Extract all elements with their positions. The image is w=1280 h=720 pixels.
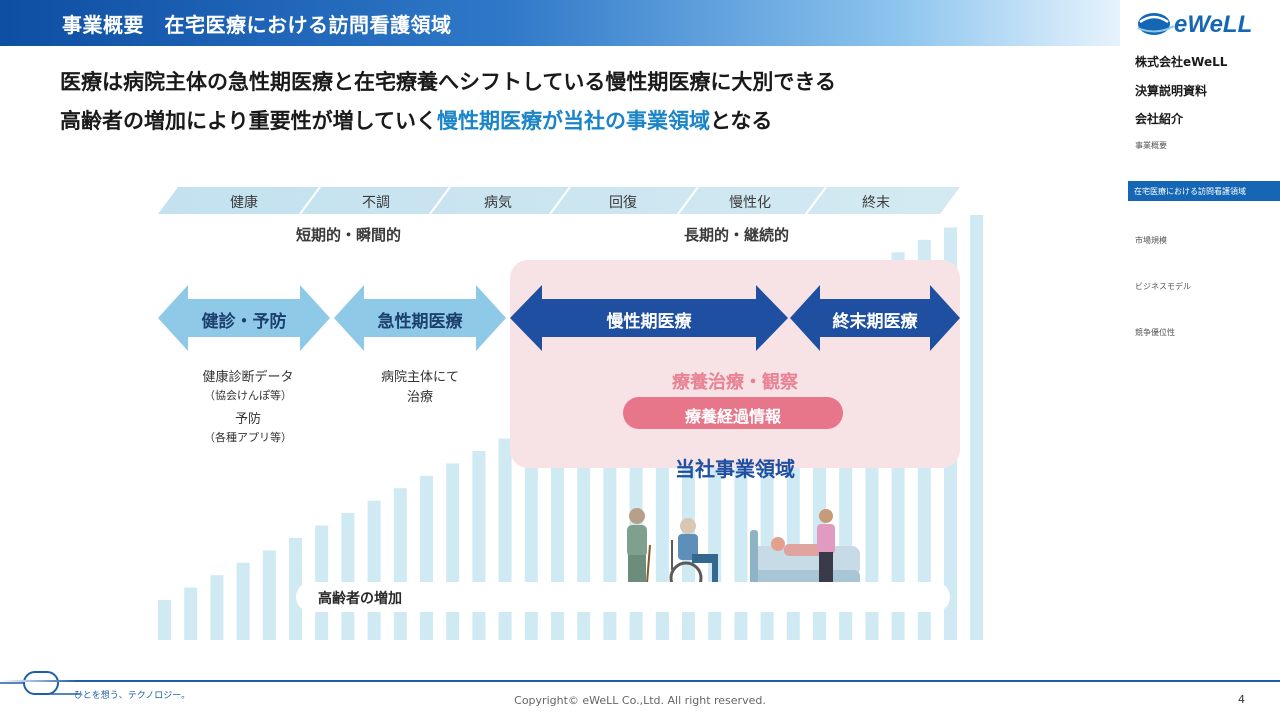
nav-item-competitive-advantage[interactable]: 競争優位性 (1135, 328, 1175, 337)
page-number: 4 (1238, 693, 1245, 706)
ryoyo-progress-pill-label: 療養経過情報 (684, 407, 781, 426)
nav-item-business-overview[interactable]: 事業概要 (1135, 141, 1167, 150)
company-name: 株式会社eWeLL (1135, 55, 1228, 69)
headline-line-2-prefix: 高齢者の増加により重要性が増していく (60, 109, 437, 133)
logo-text: eWeLL (1174, 11, 1252, 38)
arrow-acute-label: 急性期医療 (377, 312, 463, 332)
elderly-increase-label: 高齢者の増加 (318, 591, 402, 607)
headline-line-2: 高齢者の増加により重要性が増していく慢性期医療が当社の事業領域となる (60, 105, 772, 135)
nav-item-home-nursing[interactable]: 在宅医療における訪問看護領域 (1128, 181, 1280, 201)
arrow-acute (334, 285, 506, 351)
footer-divider (0, 680, 1280, 682)
growth-bar (184, 587, 198, 640)
growth-bar (420, 475, 433, 640)
arrow-chronic-label: 慢性期医療 (606, 312, 692, 332)
growth-bar (446, 463, 460, 640)
header-bar (0, 0, 1120, 46)
growth-bar (236, 562, 250, 640)
stage-chronic: 慢性化 (729, 195, 771, 211)
stage-terminal: 終末 (862, 195, 890, 211)
arrow-terminal-label: 終末期医療 (832, 312, 918, 332)
headline-line-2-accent: 慢性期医療が当社の事業領域 (436, 109, 710, 133)
checkup-desc-line4: （各種アプリ等） (204, 430, 292, 444)
growth-bar (970, 215, 984, 640)
growth-bar (393, 488, 407, 640)
page-title: 事業概要 在宅医療における訪問看護領域 (62, 13, 452, 37)
elderly-increase-pill (296, 582, 950, 612)
nav-section: 会社紹介 (1135, 112, 1184, 126)
footer-copyright: Copyright© eWeLL Co.,Ltd. All right rese… (514, 694, 766, 707)
period-long-term: 長期的・継続的 (684, 226, 790, 244)
growth-bar (262, 550, 276, 640)
growth-bar (158, 600, 171, 640)
nav-item-business-model[interactable]: ビジネスモデル (1135, 282, 1191, 291)
footer-tagline: ひとを想う、テクノロジー。 (74, 691, 191, 701)
growth-bar (210, 575, 224, 640)
growth-bar (341, 513, 355, 640)
acute-desc-line2: 治療 (406, 389, 433, 405)
acute-desc-line1: 病院主体にて (380, 370, 459, 385)
company-domain-label: 当社事業領域 (675, 457, 795, 481)
stage-band (158, 187, 960, 214)
checkup-desc-line3: 予防 (234, 412, 261, 427)
stage-health: 健康 (230, 195, 258, 211)
arrow-checkup-label: 健診・予防 (201, 312, 287, 332)
checkup-description: 健康診断データ （協会けんぽ等） 予防 （各種アプリ等） (168, 368, 328, 446)
growth-bar (289, 537, 302, 640)
ryoyo-label: 療養治療・観察 (672, 372, 798, 393)
nav-item-home-nursing-label: 在宅医療における訪問看護領域 (1134, 187, 1246, 196)
stage-unwell: 不調 (362, 195, 390, 211)
headline-line-2-suffix: となる (709, 109, 773, 133)
nav-doc-type: 決算説明資料 (1135, 84, 1208, 98)
arrow-terminal (790, 285, 960, 351)
growth-bar (367, 500, 381, 640)
stage-illness: 病気 (484, 195, 512, 211)
arrow-checkup (158, 285, 330, 351)
checkup-desc-line2: （協会けんぽ等） (204, 388, 292, 402)
elderly-woman-figure (627, 508, 651, 597)
company-logo: eWeLL (1137, 11, 1252, 38)
stage-recovery: 回復 (609, 195, 637, 211)
ryoyo-progress-pill: 療養経過情報 (623, 397, 843, 429)
arrow-chronic (510, 285, 788, 351)
nav-item-market-size[interactable]: 市場規模 (1135, 236, 1167, 245)
acute-description: 病院主体にて 治療 (340, 368, 500, 407)
checkup-desc-line1: 健康診断データ (202, 370, 294, 385)
company-domain-panel (510, 260, 960, 468)
period-short-term: 短期的・瞬間的 (296, 226, 402, 244)
footer-logo-mark (0, 671, 80, 695)
headline-line-1: 医療は病院主体の急性期医療と在宅療養へシフトしている慢性期医療に大別できる (60, 70, 836, 94)
